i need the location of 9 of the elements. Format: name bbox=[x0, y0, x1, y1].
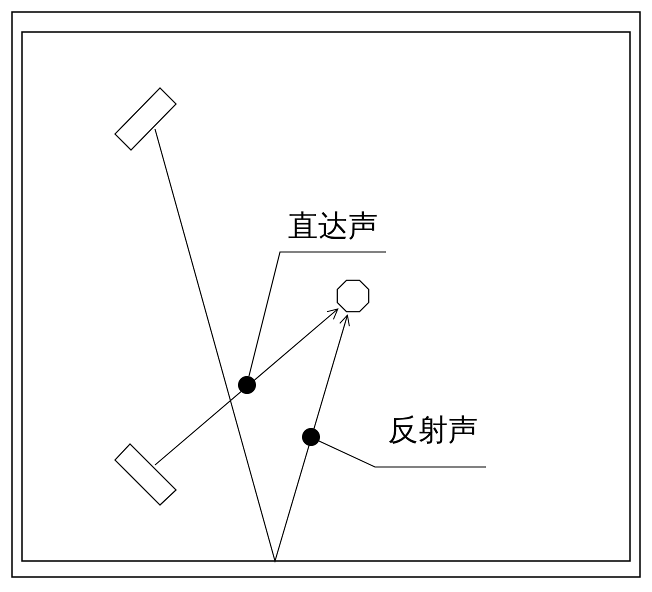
listener-octagon bbox=[335, 278, 371, 314]
leader-line bbox=[318, 440, 486, 468]
leader-line bbox=[248, 251, 386, 376]
text-label: 反射声 bbox=[388, 414, 478, 448]
speaker-box bbox=[115, 88, 176, 150]
reflected-sound-arrow bbox=[154, 128, 350, 563]
text-label: 直达声 bbox=[288, 210, 378, 244]
direct-sound-arrow bbox=[154, 308, 338, 466]
speaker-box bbox=[115, 444, 176, 505]
